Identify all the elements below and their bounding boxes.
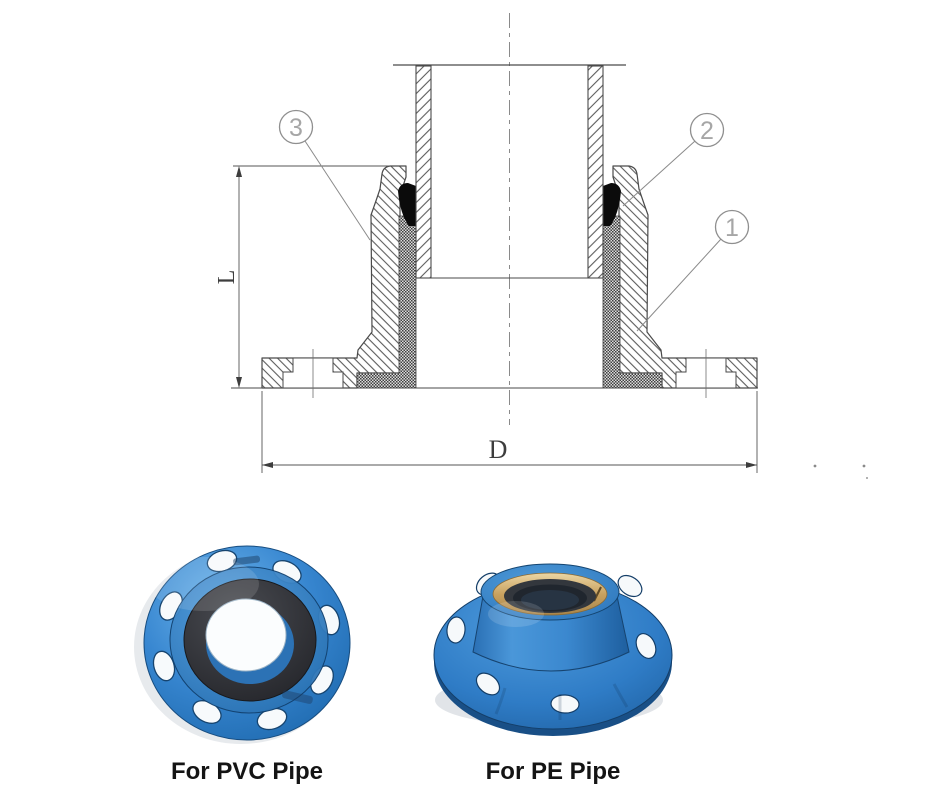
pipe-wall-right	[587, 65, 604, 279]
cross-section-drawing: L D 3 2 1	[214, 13, 868, 479]
arrow-up	[236, 166, 242, 177]
leader-line	[304, 140, 371, 241]
callout-circle	[278, 109, 314, 145]
gasket-right	[603, 183, 621, 226]
arrow-left	[262, 462, 273, 468]
callout-1: 1	[636, 209, 750, 332]
dim-label-D: D	[489, 435, 508, 464]
dimension-L: L	[214, 165, 389, 388]
product-photo-pe	[433, 563, 673, 736]
pipe	[393, 64, 626, 279]
arrow-down	[236, 377, 242, 388]
highlight	[149, 557, 259, 611]
embossed-mark	[282, 690, 313, 704]
arrow-right	[746, 462, 757, 468]
bore-opening	[205, 598, 287, 672]
face-ribs	[494, 683, 629, 720]
callout-circle	[714, 209, 750, 245]
flange-body-right	[612, 165, 758, 389]
product-label-pvc: For PVC Pipe	[171, 758, 323, 785]
gasket-left	[398, 183, 416, 226]
leader-line	[622, 140, 696, 207]
scan-specks	[813, 464, 868, 479]
callout-circle	[689, 112, 725, 148]
bore-depth	[521, 590, 579, 610]
callout-3: 3	[278, 109, 371, 241]
dim-label-L: L	[214, 270, 240, 285]
leader-line	[636, 238, 722, 332]
product-label-pe: For PE Pipe	[486, 758, 621, 785]
callout-number: 3	[289, 114, 303, 142]
flange-body-left	[261, 165, 407, 389]
callout-number: 2	[700, 117, 714, 145]
highlight	[488, 601, 544, 627]
dimension-D: D	[261, 391, 758, 473]
callout-2: 2	[622, 112, 725, 207]
product-photo-pvc	[134, 545, 351, 744]
pipe-wall-left	[415, 65, 432, 279]
embossed-mark	[233, 555, 261, 566]
callout-number: 1	[725, 214, 739, 242]
